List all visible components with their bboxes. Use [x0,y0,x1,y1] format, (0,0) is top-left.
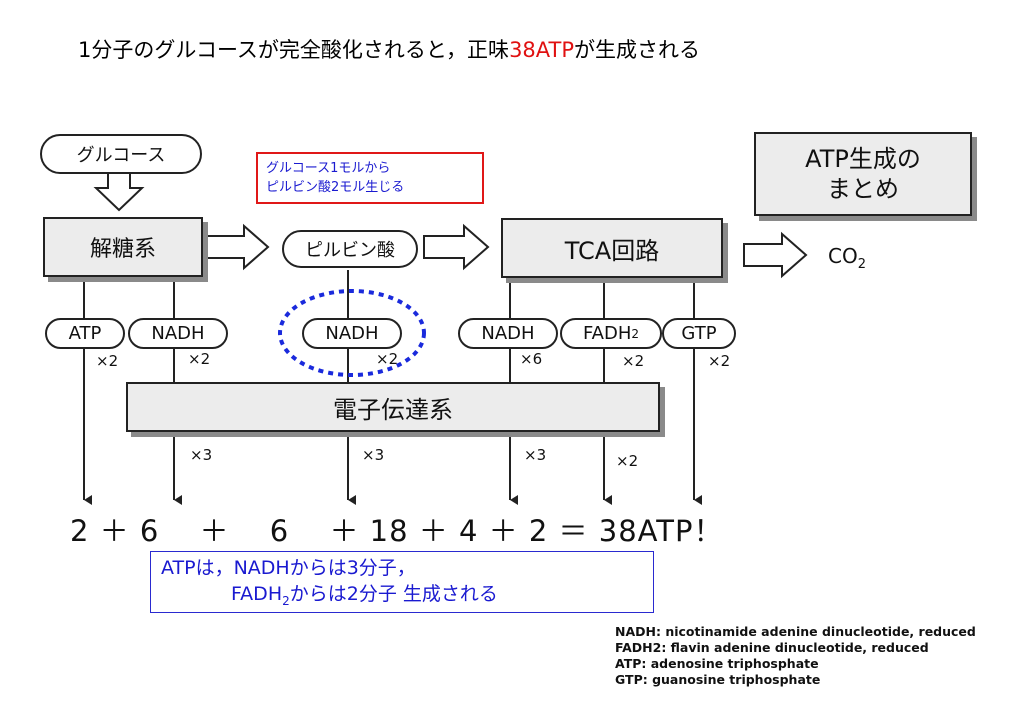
definition-nadh: NADH: nicotinamide adenine dinucleotide,… [615,624,976,639]
atp-summary-box: ATP生成のまとめ [754,132,972,216]
pyruvate-node: ピルビン酸 [282,230,418,268]
product-atp: ATP [45,318,125,349]
highlight-ellipse [278,289,426,377]
product-gtp: GTP [662,318,736,349]
definition-gtp: GTP: guanosine triphosphate [615,672,821,687]
right-arrow-1 [203,223,270,271]
mult-etc-3: ×3 [524,446,547,464]
product-nadh-glycolysis: NADH [128,318,228,349]
definition-atp: ATP: adenosine triphosphate [615,656,819,671]
mult-etc-2: ×3 [362,446,385,464]
down-arrow-glucose [93,171,145,212]
mult-fadh2: ×2 [622,352,645,370]
mult-etc-4: ×2 [616,452,639,470]
glucose-node: グルコース [40,134,202,174]
mult-nadh-tca: ×6 [520,350,543,368]
pyruvate-note: グルコース1モルからピルビン酸2モル生じる [256,152,484,204]
product-nadh-pyruvate: NADH [302,318,402,349]
electron-transport-box: 電子伝達系 [126,382,660,432]
definition-fadh2: FADH2: flavin adenine dinucleotide, redu… [615,640,929,655]
atp-yield-note: ATPは，NADHからは3分子， FADH2からは2分子 生成される [150,551,654,613]
abbreviation-definitions: NADH: nicotinamide adenine dinucleotide,… [615,624,976,688]
page-title: 1分子のグルコースが完全酸化されると，正味38ATPが生成される [78,38,701,62]
mult-nadh-pyruvate: ×2 [376,350,399,368]
mult-etc-1: ×3 [190,446,213,464]
right-arrow-3 [743,231,808,279]
product-nadh-tca: NADH [458,318,558,349]
glycolysis-box: 解糖系 [43,217,203,277]
mult-atp: ×2 [96,352,119,370]
mult-gtp: ×2 [708,352,731,370]
title-highlight: 38ATP [509,38,575,62]
right-arrow-2 [423,223,490,271]
atp-sum-equation: 2 ＋ 6 ＋ 6 ＋ 18 ＋ 4 ＋ 2 ＝ 38ATP！ [70,514,724,548]
co2-label: CO2 [828,244,866,272]
mult-nadh-glycolysis: ×2 [188,350,211,368]
tca-cycle-box: TCA回路 [501,218,723,278]
